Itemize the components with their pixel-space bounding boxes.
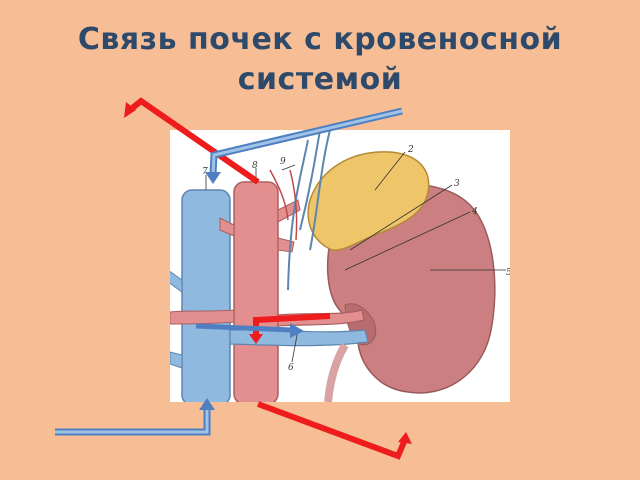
callout-8: 8 (252, 161, 258, 171)
vein-branch-left (167, 269, 183, 293)
callout-2: 2 (407, 145, 414, 155)
aorta (233, 181, 279, 405)
ureter (324, 342, 349, 403)
slide-title: Связь почек с кровеносной системой (0, 20, 640, 100)
renal-artery-left (169, 309, 235, 325)
callout-9: 9 (280, 157, 286, 167)
blue-arrow-bottom-left (55, 398, 215, 436)
aorta-branch-left (219, 217, 235, 237)
renal-vein (229, 329, 369, 347)
red-arrow-bottom-right (256, 401, 412, 460)
kidney-anatomy-drawing: 2 3 4 5 6 7 8 9 (167, 129, 512, 406)
slide-title-line-1: Связь почек с кровеносной (77, 22, 563, 57)
vein-branch-lower (169, 351, 183, 369)
callout-7: 7 (202, 167, 208, 177)
slide-title-line-2: системой (237, 62, 403, 97)
callout-6: 6 (288, 363, 294, 373)
callout-5: 5 (506, 268, 510, 278)
callout-3: 3 (454, 179, 460, 189)
callout-4: 4 (471, 207, 478, 217)
kidney-anatomy-illustration: 2 3 4 5 6 7 8 9 (167, 129, 512, 406)
